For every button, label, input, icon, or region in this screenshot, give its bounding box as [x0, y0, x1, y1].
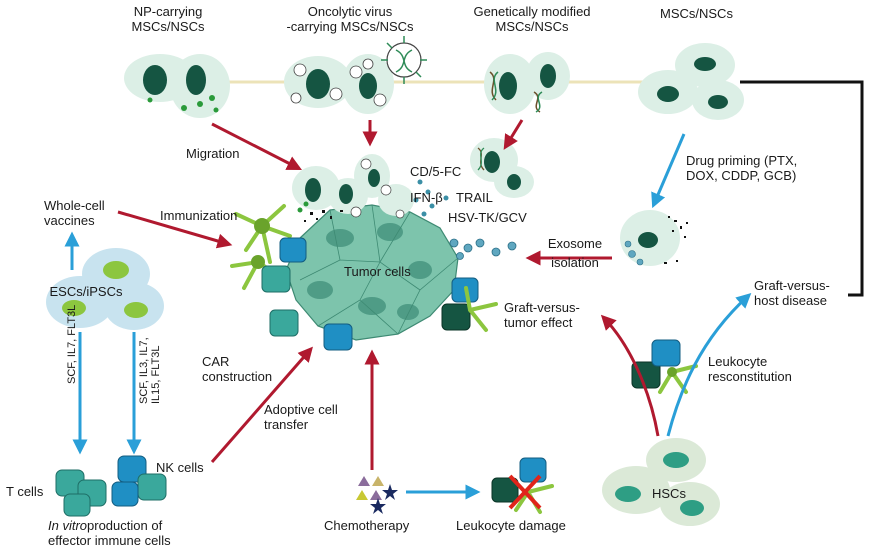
drug-priming-line-2: DOX, CDDP, GCB) [686, 168, 797, 183]
drug-priming-line-1: Drug priming (PTX, [686, 153, 798, 168]
adoptive-line-2: transfer [264, 417, 309, 432]
oncolytic-label: Oncolytic virus -carrying MSCs/NSCs [270, 4, 430, 34]
leukocyte-reconstitution-label: Leukocyte resconstitution [708, 354, 792, 384]
gvhd-line-2: host disease [754, 293, 827, 308]
genetic-label: Genetically modified MSCs/NSCs [452, 4, 612, 34]
whole-cell-label: Whole-cell vaccines [44, 198, 105, 228]
car-line-2: construction [202, 369, 273, 384]
homing-stem-cells [292, 138, 534, 222]
adoptive-label: Adoptive cell transfer [264, 402, 338, 432]
exosome-line-1: Exosome [547, 236, 603, 251]
hscs-label: HSCs [652, 486, 686, 501]
gvhd-bracket [740, 80, 864, 297]
oncolytic-line-2: -carrying MSCs/NSCs [286, 19, 414, 34]
mscs-nscs-label: MSCs/NSCs [660, 6, 733, 21]
cytokines-left-label: SCF, IL7, FLT3L [66, 304, 78, 384]
chemotherapy-label: Chemotherapy [324, 518, 410, 533]
cd5fc-label: CD/5-FC [410, 164, 462, 179]
trail-label: TRAIL [456, 190, 493, 205]
in-vitro-text: In vitro [48, 518, 88, 533]
gvhd-label: Graft-versus- host disease [754, 278, 830, 308]
mscs-nscs-cells [638, 43, 744, 120]
np-carrying-line-1: NP-carrying [133, 4, 203, 19]
leuk-recon-line-1: Leukocyte [708, 354, 768, 369]
migration-label: Migration [186, 146, 240, 161]
production-line-2: effector immune cells [48, 533, 171, 548]
adoptive-line-1: Adoptive cell [264, 402, 338, 417]
drug-priming-label: Drug priming (PTX, DOX, CDDP, GCB) [686, 153, 797, 183]
gvhd-line-1: Graft-versus- [754, 278, 830, 293]
np-carrying-line-2: MSCs/NSCs [131, 19, 205, 34]
t-cells-label: T cells [6, 484, 44, 499]
whole-cell-line-2: vaccines [44, 213, 95, 228]
cytokines-right-line-2: IL15, FLT3L [150, 345, 162, 405]
therapeutic-molecule-dots [413, 179, 449, 217]
red-arrows [117, 119, 660, 470]
nk-cells-cluster [111, 455, 167, 507]
leuk-recon-line-2: resconstitution [708, 369, 792, 384]
t-cells-cluster [55, 469, 107, 517]
blue-arrows [64, 133, 752, 500]
production-line-1: production of [87, 518, 163, 533]
car-line-1: CAR [202, 354, 230, 369]
exosome-label: Exosome isolation [540, 236, 610, 270]
oncolytic-virus-cells [284, 36, 427, 114]
chemotherapy-drugs [356, 476, 398, 514]
car-label: CAR construction [202, 354, 272, 384]
genetically-modified-cells [484, 52, 570, 114]
cytokines-right-label: SCF, IL3, IL7, IL15, FLT3L [138, 337, 162, 404]
esc-ipsc-cells [46, 248, 164, 330]
gvt-line-2: tumor effect [504, 315, 573, 330]
esc-ipsc-label: ESCs/iPSCs [49, 284, 123, 299]
gvt-line-1: Graft-versus- [504, 300, 580, 315]
genetic-line-1: Genetically modified [473, 4, 591, 19]
oncolytic-line-1: Oncolytic virus [307, 4, 393, 19]
dendritic-cells [230, 204, 292, 290]
np-carrying-label: NP-carrying MSCs/NSCs [118, 4, 218, 34]
tumor-cells-label: Tumor cells [344, 264, 411, 279]
damaged-leukocytes [491, 457, 554, 514]
genetic-line-2: MSCs/NSCs [495, 19, 569, 34]
cytokines-right-line-1: SCF, IL3, IL7, [138, 337, 150, 404]
nk-cells-label: NK cells [156, 460, 204, 475]
whole-cell-line-1: Whole-cell [44, 198, 105, 213]
gvt-label: Graft-versus- tumor effect [504, 300, 580, 330]
exosome-line-2: isolation [551, 255, 599, 270]
exosome-particles [449, 238, 517, 260]
reconstitution-cells [631, 339, 698, 394]
hsc-cells [602, 438, 720, 526]
tumor-mass [285, 204, 459, 341]
np-carrying-cells [124, 54, 230, 118]
in-vitro-production-label: In vitroproduction of effector immune ce… [48, 518, 171, 548]
ifn-label: IFN-β [410, 190, 443, 205]
immunization-label: Immunization [160, 208, 238, 223]
drug-primed-cells [620, 210, 688, 266]
tumor-adjacent-immune-cells [261, 237, 498, 351]
leukocyte-damage-label: Leukocyte damage [456, 518, 566, 533]
hsvtk-label: HSV-TK/GCV [448, 210, 527, 225]
